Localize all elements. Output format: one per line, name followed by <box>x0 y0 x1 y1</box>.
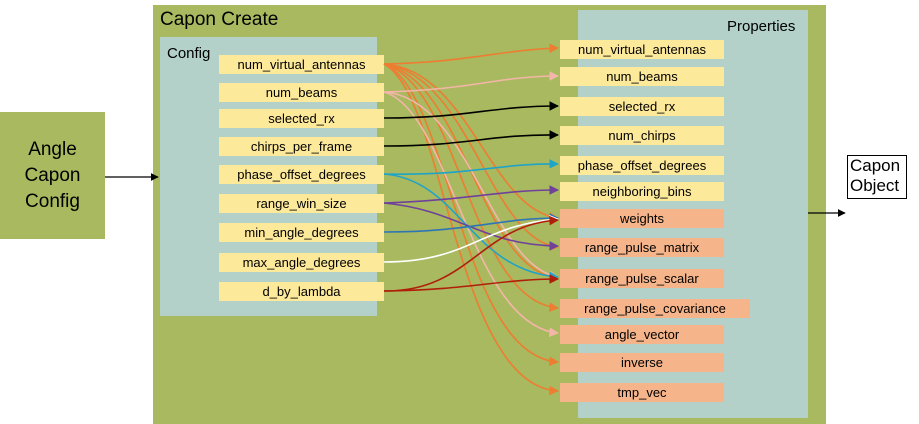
config-item-chirps-per-frame: chirps_per_frame <box>219 137 384 156</box>
properties-title: Properties <box>727 18 796 35</box>
config-item-num-virtual-antennas: num_virtual_antennas <box>219 55 384 74</box>
property-num-chirps: num_chirps <box>560 126 724 145</box>
output-label-line1: Capon <box>850 156 901 175</box>
property-num-virtual-antennas: num_virtual_antennas <box>560 40 724 59</box>
edge-chirps-per-frame <box>383 130 559 147</box>
config-item-range-win-size: range_win_size <box>219 194 384 213</box>
property-neighboring-bins: neighboring_bins <box>560 182 724 201</box>
input-label-line1: Angle <box>28 138 77 160</box>
config-item-phase-offset-degrees: phase_offset_degrees <box>219 165 384 184</box>
property-num-beams: num_beams <box>560 67 724 86</box>
property-range-pulse-matrix: range_pulse_matrix <box>560 238 724 257</box>
property-tmp-vec: tmp_vec <box>560 383 724 402</box>
output-capon-object: Capon Object <box>847 155 907 199</box>
property-phase-offset-degrees: phase_offset_degrees <box>560 156 724 175</box>
property-angle-vector: angle_vector <box>560 325 724 344</box>
property-inverse: inverse <box>560 353 724 372</box>
edges-range-win-size <box>383 185 559 251</box>
property-weights: weights <box>560 209 724 228</box>
config-item-d-by-lambda: d_by_lambda <box>219 282 384 301</box>
edges-d-by-lambda <box>383 215 559 292</box>
edge-min-angle-degrees <box>383 213 559 233</box>
config-item-min-angle-degrees: min_angle_degrees <box>219 223 384 242</box>
config-item-max-angle-degrees: max_angle_degrees <box>219 253 384 272</box>
edge-selected-rx <box>383 101 559 119</box>
config-title: Config <box>167 45 211 62</box>
input-label-line2: Capon <box>24 164 81 186</box>
config-item-selected-rx: selected_rx <box>219 109 384 128</box>
config-item-num-beams: num_beams <box>219 83 384 102</box>
property-range-pulse-scalar: range_pulse_scalar <box>560 269 724 288</box>
edges-num-beams <box>383 71 559 337</box>
input-angle-capon-config: Angle Capon Config <box>0 112 105 239</box>
property-range-pulse-covariance: range_pulse_covariance <box>560 299 750 318</box>
edge-max-angle-degrees <box>383 214 559 263</box>
property-selected-rx: selected_rx <box>560 97 724 116</box>
capon-create-title: Capon Create <box>160 9 279 30</box>
output-label-line2: Object <box>850 176 900 195</box>
input-label-line3: Config <box>25 190 80 212</box>
